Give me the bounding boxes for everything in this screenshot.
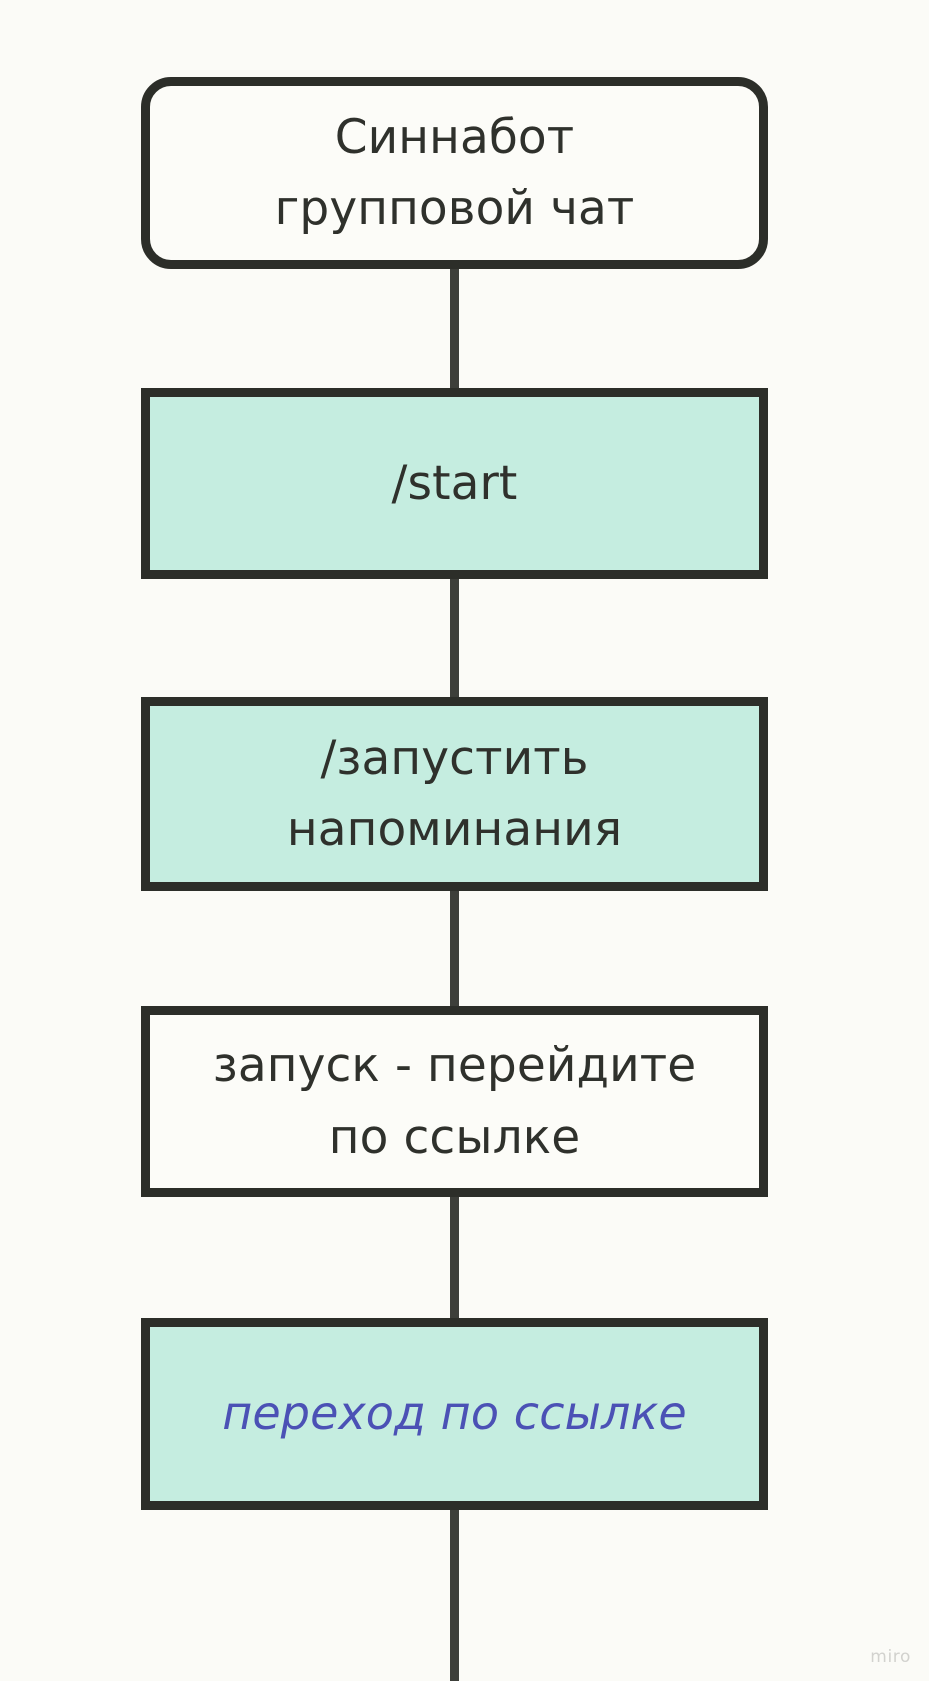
connector-node4-node5: [450, 1194, 459, 1322]
flow-node-start-command[interactable]: /start: [141, 388, 768, 579]
connector-node3-node4: [450, 888, 459, 1009]
flow-node-link-transition[interactable]: переход по ссылке: [141, 1318, 768, 1510]
flow-node-label: /start: [391, 455, 518, 511]
connector-node2-node3: [450, 576, 459, 700]
flow-node-sinnabot-group-chat[interactable]: Синнабот групповой чат: [141, 77, 768, 269]
connector-node5-next: [450, 1508, 459, 1681]
flow-node-label: /запустить напоминания: [286, 730, 623, 857]
miro-watermark: miro: [870, 1647, 911, 1667]
flow-node-launch-follow-link[interactable]: запуск - перейдите по ссылке: [141, 1006, 768, 1197]
flow-node-launch-reminders-command[interactable]: /запустить напоминания: [141, 697, 768, 891]
flow-node-label: запуск - перейдите по ссылке: [212, 1038, 697, 1165]
flow-node-label: переход по ссылке: [222, 1386, 687, 1441]
connector-node1-node2: [450, 266, 459, 392]
flow-node-label: Синнабот групповой чат: [274, 109, 635, 236]
